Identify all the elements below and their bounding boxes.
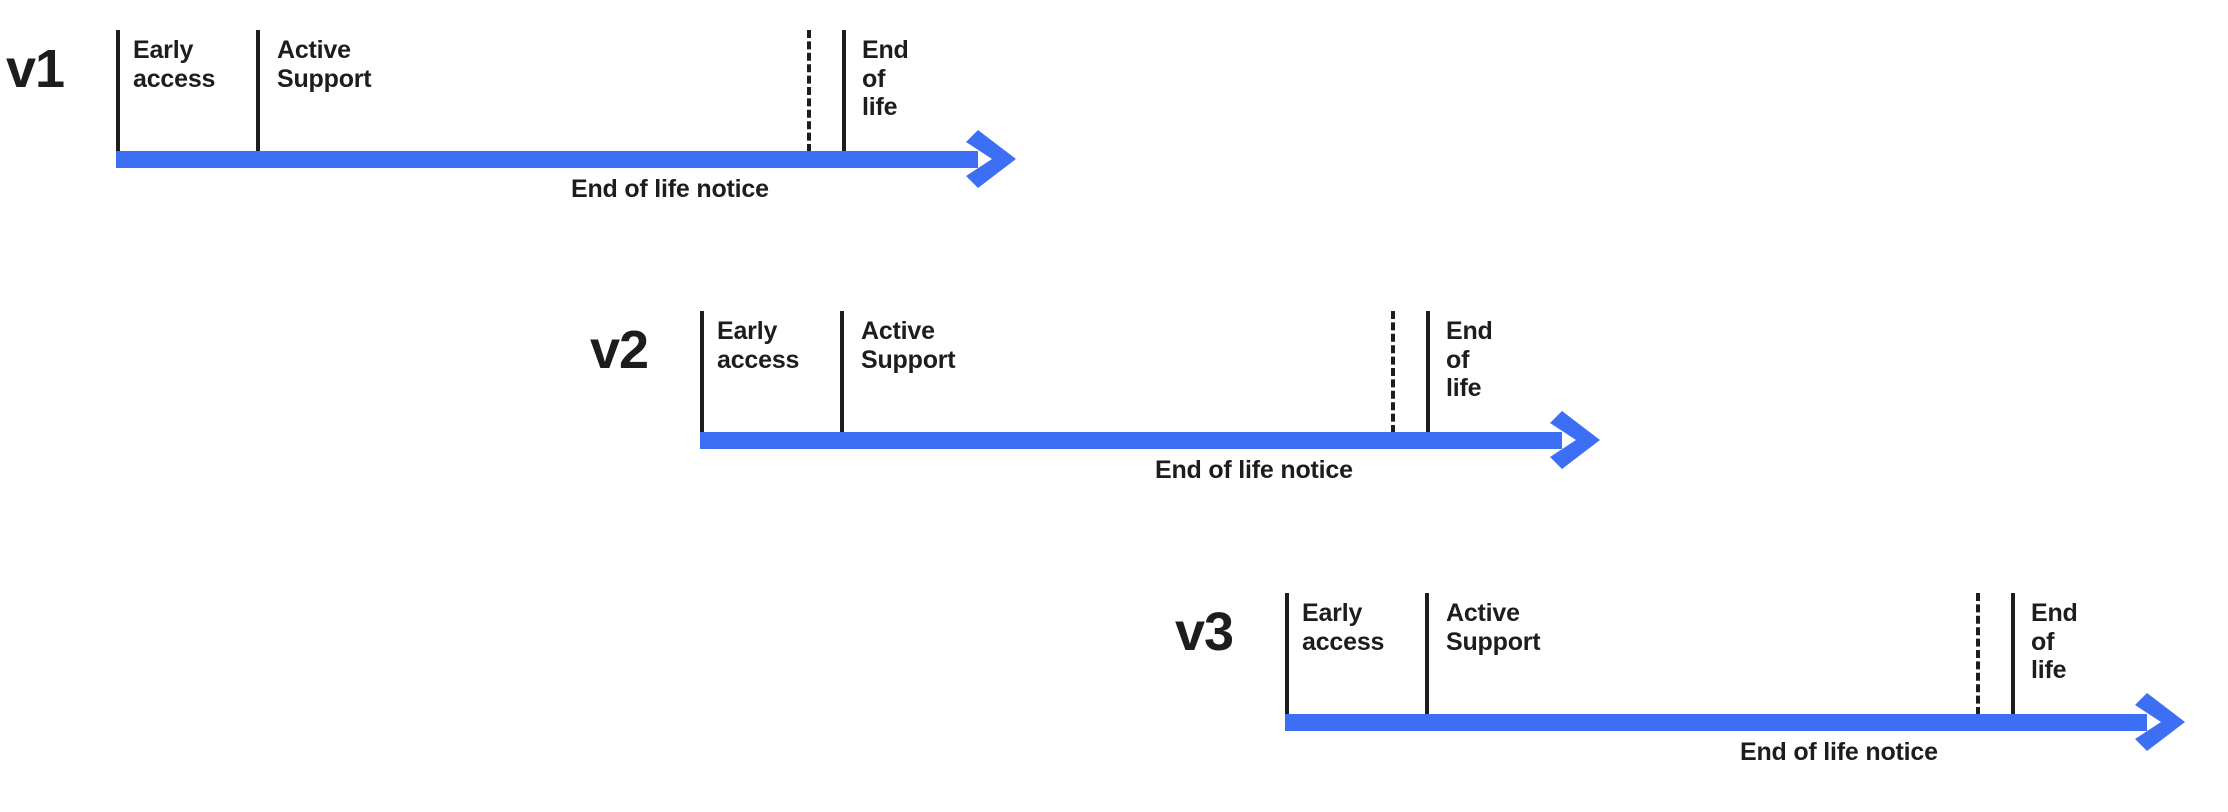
timeline-shaft-v1 [116,151,978,168]
phase-label-early-access-v1: Early access [133,36,216,93]
phase-divider-end-of-life-start-v3 [2011,593,2015,715]
phase-label-active-support-v2: Active Support [861,317,956,374]
timeline-arrowhead-icon-v1 [964,128,1026,190]
end-of-life-notice-marker-v2 [1391,311,1395,433]
timeline-arrowhead-icon-v3 [2133,691,2195,753]
phase-divider-end-of-life-start-v2 [1426,311,1430,433]
phase-label-end-of-life-v2: End of life [1446,317,1493,402]
end-of-life-notice-marker-v1 [807,30,811,152]
phase-label-active-support-v1: Active Support [277,36,372,93]
version-label-v1: v1 [6,39,65,99]
notice-label-v1: End of life notice [571,175,769,203]
timeline-arrowhead-icon-v2 [1548,409,1610,471]
phase-divider-end-of-life-start-v1 [842,30,846,152]
phase-label-end-of-life-v3: End of life [2031,599,2078,684]
end-of-life-notice-marker-v3 [1976,593,1980,715]
phase-label-active-support-v3: Active Support [1446,599,1541,656]
phase-divider-early-access-start-v1 [116,30,120,152]
timeline-shaft-v3 [1285,714,2147,731]
phase-label-early-access-v2: Early access [717,317,800,374]
phase-divider-active-support-start-v2 [840,311,844,433]
phase-label-early-access-v3: Early access [1302,599,1385,656]
version-label-v2: v2 [590,320,649,380]
version-label-v3: v3 [1175,602,1234,662]
phase-divider-early-access-start-v2 [700,311,704,433]
phase-divider-active-support-start-v1 [256,30,260,152]
notice-label-v2: End of life notice [1155,456,1353,484]
phase-divider-active-support-start-v3 [1425,593,1429,715]
phase-label-end-of-life-v1: End of life [862,36,909,121]
phase-divider-early-access-start-v3 [1285,593,1289,715]
notice-label-v3: End of life notice [1740,738,1938,766]
timeline-shaft-v2 [700,432,1562,449]
